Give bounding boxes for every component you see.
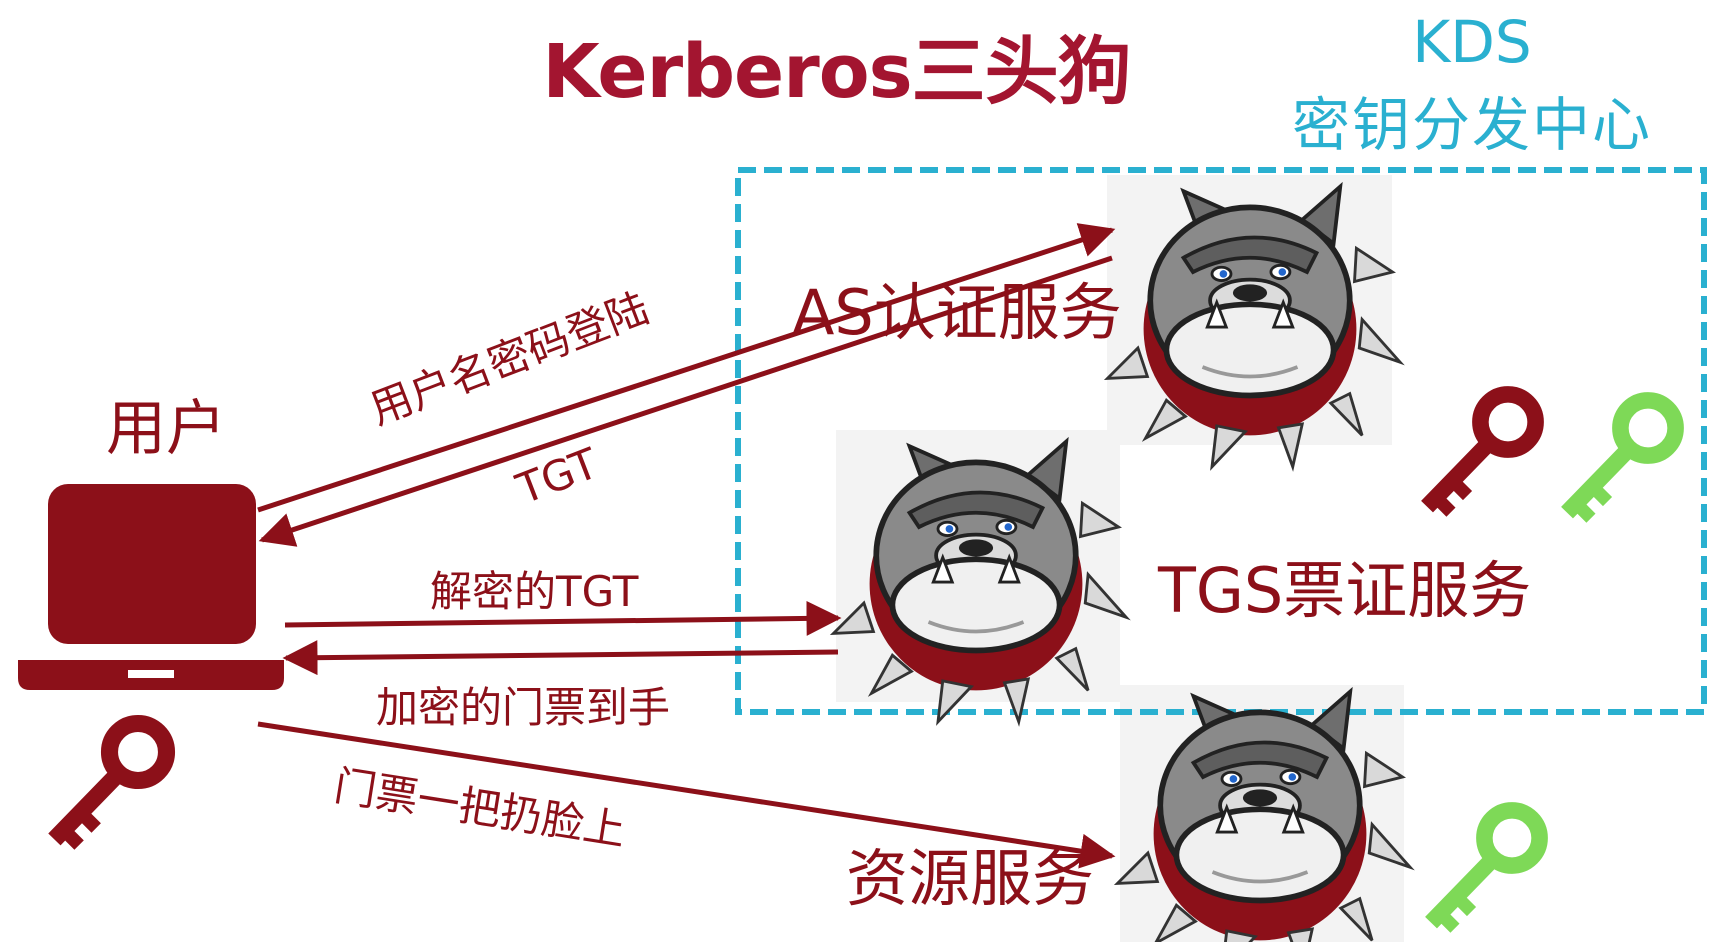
encrypted-ticket-label: 加密的门票到手 [376, 674, 670, 735]
resource-service-label: 资源服务 [846, 828, 1094, 918]
tgs-service-label: TGS票证服务 [1158, 540, 1531, 630]
arrow-decrypted-tgt [285, 618, 838, 625]
tgs-dog-icon [834, 442, 1127, 722]
kds-red-key-icon [1427, 394, 1536, 512]
decrypted-tgt-label: 解密的TGT [430, 558, 638, 619]
as-service-label: AS认证服务 [792, 262, 1122, 352]
user-key-icon [54, 724, 166, 846]
resource-key-icon [1431, 810, 1540, 928]
kds-green-key-icon [1567, 400, 1676, 518]
laptop-icon [18, 484, 284, 690]
as-dog-icon [1108, 187, 1401, 467]
kds-subtitle: 密钥分发中心 [1262, 78, 1682, 162]
arrow-encrypted-ticket [286, 652, 838, 658]
kds-title: KDS [1262, 8, 1682, 76]
resource-dog-icon [1118, 692, 1411, 942]
user-label: 用户 [106, 380, 226, 467]
